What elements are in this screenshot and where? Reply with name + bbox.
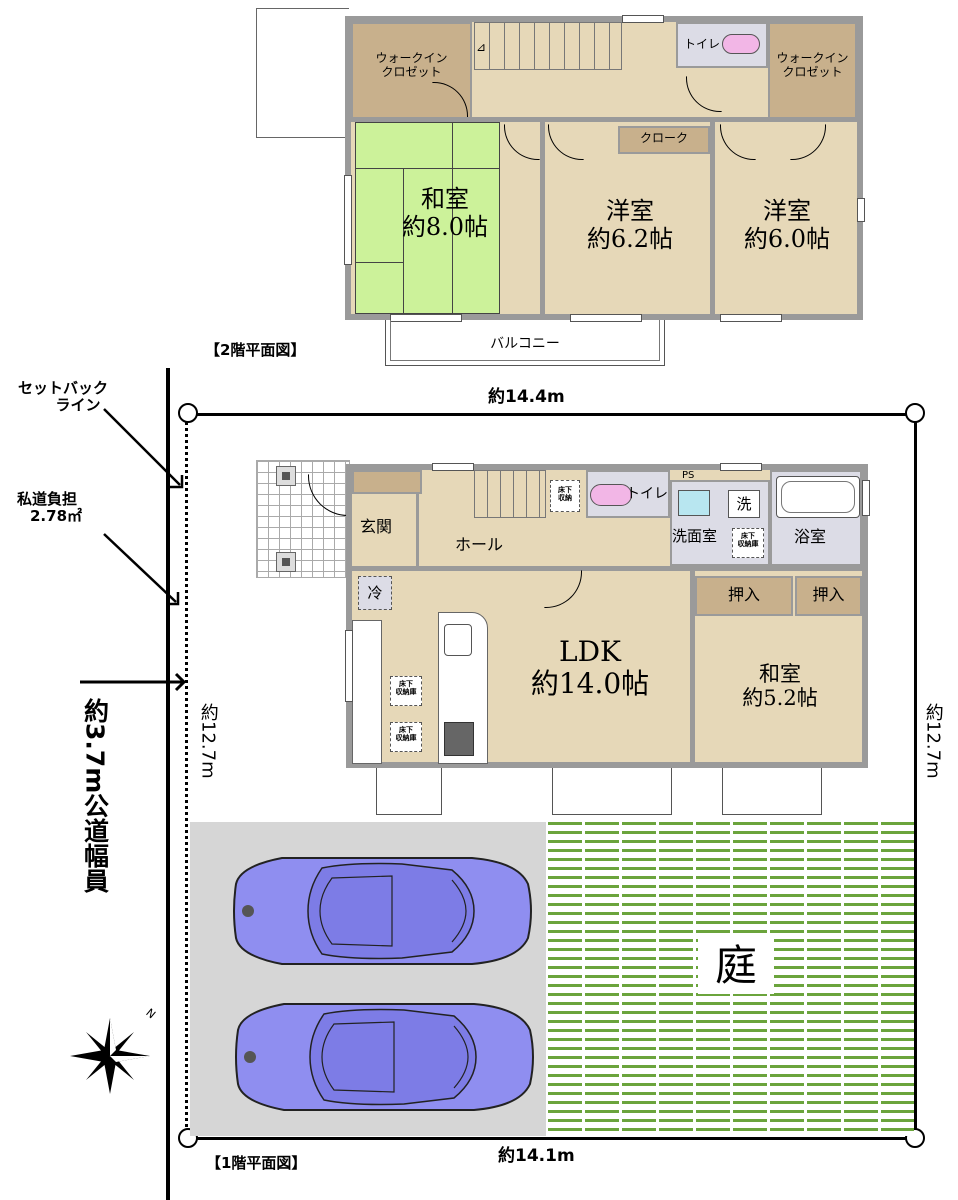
corner-marker-tr [905,403,925,423]
oshiire-1-label: 押入 [727,585,760,604]
stair-storage-tag: 床下収納 [550,480,580,512]
window-1f-left [345,630,353,702]
washitsu-2f [355,122,500,314]
cloak-label: クローク [639,131,688,145]
window-1f-top2 [720,463,762,471]
back-door-step [376,768,442,815]
stairs-1f [474,470,546,518]
oshiire-1 [695,576,793,616]
kitchen-storage-tag-2: 床下収納庫 [390,722,422,752]
genkan-wall [416,494,419,566]
youshitsu-2f-2-label: 洋室約6.0帖 [743,197,831,253]
bathtub-icon [776,476,860,518]
ps-label: PS [682,470,695,481]
washitsu-2f-label: 和室約8.0帖 [401,185,489,241]
property-line-bottom [188,1137,916,1140]
ldk-washitsu-wall [690,571,695,762]
window-2f-bottom2 [570,314,642,322]
fridge-icon: 冷 [358,576,392,610]
hall-wall-2f [351,117,857,122]
window-2f-bottom1 [390,314,462,322]
setback-line [185,415,188,1145]
walkin-closet-left [351,22,472,119]
site-width-top: 約14.4m [488,387,565,407]
public-road-label: 公道幅員約3.7m [80,698,110,894]
bay-2 [722,768,822,815]
youshitsu-2f-1-label: 洋室約6.2帖 [586,197,674,253]
porch-post-1 [276,466,296,486]
genkan-label: 玄関 [360,517,393,536]
site-depth-left: 約12.7m [197,703,219,779]
wall-2f-a [540,122,545,314]
stairs-2f [474,22,622,70]
toilet-2f-icon [722,34,760,54]
hall-label: ホール [455,535,504,554]
compass-icon [70,1018,150,1094]
car-icon-1 [233,857,532,965]
senmenshitsu-label: 洗面室 [672,527,718,545]
window-1f-right [862,480,870,516]
shoe-closet [352,470,422,494]
property-line-top [188,413,916,416]
toilet-1f-label: トイレ [626,486,668,502]
washer-icon: 洗 [728,490,760,518]
window-2f-bottom3 [720,314,782,322]
entrance-porch [256,460,350,578]
back-counter [352,620,382,764]
washitsu-1f-label: 和室約5.2帖 [742,662,818,711]
property-line-right [914,413,917,1140]
toilet-2f-label: トイレ [684,37,721,51]
balcony [385,320,665,366]
garden-label: 庭 [698,938,774,994]
corner-marker-tl [178,403,198,423]
stove-icon [444,722,474,756]
kitchen-sink-icon [444,624,472,656]
private-road-arrow [103,533,180,606]
stair-void-outline [256,8,349,138]
tatami-lines [355,122,500,314]
yokushitsu-label: 浴室 [794,527,827,546]
public-road-arrow [80,672,187,692]
washroom-storage-tag: 床下収納庫 [732,528,764,558]
bay-1 [552,768,672,815]
site-width-bottom: 約14.1m [498,1146,575,1166]
floor2-title: 【2階平面図】 [205,341,306,359]
hall-ldk-wall [352,566,862,571]
setback-arrow [103,408,184,489]
car-icon-2 [235,1003,534,1111]
porch-post-2 [276,552,296,572]
road-line [166,368,170,1200]
kitchen-storage-tag-1: 床下収納庫 [390,676,422,706]
walkin-closet-left-label: ウォークインクロゼット [375,51,448,79]
sink-icon [678,490,710,516]
site-depth-right: 約12.7m [922,703,944,779]
window-2f-right [857,198,865,222]
setback-label: セットバックライン [18,379,109,415]
window-1f-top1 [432,463,474,471]
balcony-label: バルコニー [490,336,560,352]
floor1-title: 【1階平面図】 [206,1154,307,1172]
oshiire-2-label: 押入 [812,585,845,604]
wall-2f-b [710,122,715,314]
walkin-closet-right-label: ウォークインクロゼット [776,51,849,79]
stairs-arrow: ⊿ [476,40,487,54]
oshiire-2 [795,576,862,616]
toilet-1f-icon [590,484,632,506]
window-2f-top [622,15,664,23]
window-2f-left [344,175,352,265]
cloak [618,126,710,154]
